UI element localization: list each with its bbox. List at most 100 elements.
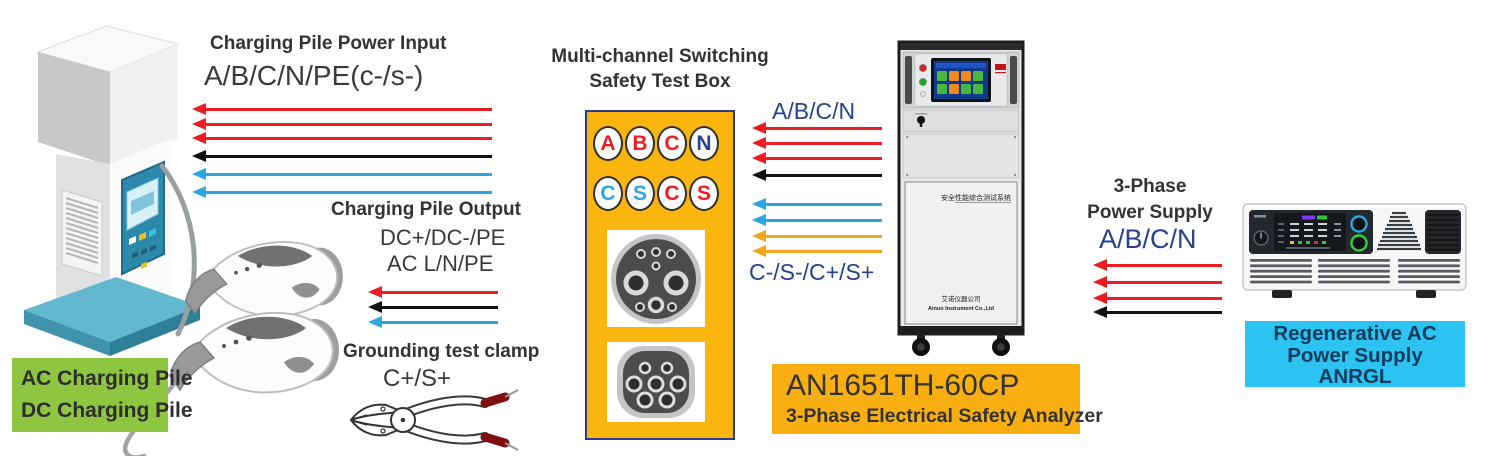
flow-arrow: [752, 214, 882, 226]
clamp-title: Grounding test clamp: [343, 341, 540, 362]
triangle-vent: [1377, 211, 1421, 251]
arrow-line: [380, 290, 498, 294]
pile-output-ac: AC L/N/PE: [387, 251, 494, 276]
arrow-head-icon: [1093, 292, 1107, 304]
pile-label-line1: AC Charging Pile: [21, 367, 193, 390]
arrow-line: [764, 249, 882, 253]
test-box-title: Multi-channel Switching Safety Test Box: [545, 44, 775, 94]
charging-pile-illustration: [24, 25, 200, 356]
arrow-head-icon: [752, 245, 766, 257]
ac-socket-icon: [617, 346, 695, 418]
arrow-head-icon: [752, 169, 766, 181]
pile-cap-right: [110, 44, 178, 166]
link-bottom-label: C-/S-/C+/S+: [749, 259, 875, 285]
arrow-line: [380, 320, 498, 324]
flow-arrow: [192, 118, 492, 130]
supply-signals: A/B/C/N: [1099, 224, 1197, 254]
arrow-line: [764, 173, 882, 177]
flow-arrow: [192, 168, 492, 180]
green-button: [918, 78, 927, 87]
pile-cap-left: [38, 52, 110, 166]
blue-knob: [1350, 215, 1368, 233]
flow-arrow: [368, 301, 498, 313]
flow-arrow: [752, 198, 882, 210]
dc-socket-icon: [611, 234, 701, 324]
pile-label-line2: DC Charging Pile: [21, 399, 193, 422]
flow-arrow: [752, 169, 882, 181]
terminal: S: [689, 176, 719, 211]
company-name-en: Ainuo Instrument Co.,Ltd: [928, 306, 994, 312]
flow-arrow: [752, 122, 882, 134]
terminal-letter: B: [632, 131, 648, 155]
test-box-title-line1: Multi-channel Switching: [551, 46, 769, 67]
flow-arrow: [192, 103, 492, 115]
link-top-label: A/B/C/N: [772, 98, 856, 124]
pile-base-front: [24, 310, 110, 356]
terminal-letter: C: [664, 131, 680, 155]
arrow-head-icon: [1093, 276, 1107, 288]
supply-title: 3-Phase Power Supply: [1085, 174, 1215, 226]
analyzer-cabinet-illustration: 安全性能综合测试系统 艾诺仪器公司 Ainuo Instrument Co.,L…: [897, 40, 1025, 356]
arrow-head-icon: [752, 198, 766, 210]
power-input-signals: A/B/C/N/PE(c-/s-): [204, 60, 424, 91]
cabinet-panel-text: 安全性能综合测试系统: [941, 193, 1011, 202]
ac-socket-panel: [607, 342, 705, 422]
flow-arrow: [368, 316, 498, 328]
pile-screen-content: [131, 191, 154, 215]
clamp-signals: C+/S+: [383, 365, 452, 392]
cabinet-lower-panel: [904, 181, 1018, 325]
pile-grille-slats: [65, 197, 99, 264]
supply-label-line1: Regenerative AC: [1273, 322, 1437, 345]
pile-base-top: [24, 277, 200, 342]
arrow-head-icon: [192, 186, 206, 198]
flow-arrow: [752, 137, 882, 149]
caster-wheels: [912, 334, 1010, 356]
red-button: [918, 64, 927, 73]
supply-title-line1: 3-Phase: [1113, 176, 1187, 197]
power-input-title: Charging Pile Power Input: [210, 33, 447, 54]
arrow-line: [764, 234, 882, 238]
arrow-line: [204, 172, 492, 176]
flow-arrow: [752, 152, 882, 164]
flow-arrow: [752, 230, 882, 242]
arrow-head-icon: [192, 118, 206, 130]
arrow-head-icon: [752, 152, 766, 164]
terminal: N: [689, 126, 719, 161]
terminal-letter: S: [632, 181, 647, 205]
bottom-vents: [1250, 259, 1460, 284]
test-box-title-line2: Safety Test Box: [589, 71, 731, 92]
brand-logo: [995, 64, 1006, 70]
analyzer-label: AN1651TH-60CP 3-Phase Electrical Safety …: [772, 364, 1103, 434]
charging-pile-label: AC Charging Pile DC Charging Pile: [12, 358, 193, 432]
dc-socket-panel: [607, 230, 705, 327]
arrow-line: [764, 141, 882, 145]
pile-base-right: [110, 306, 200, 356]
terminal: A: [593, 126, 623, 161]
terminal: B: [625, 126, 655, 161]
pile-cable: [159, 163, 197, 337]
arrow-line: [1105, 263, 1222, 267]
arrow-head-icon: [192, 150, 206, 162]
analyzer-name: 3-Phase Electrical Safety Analyzer: [786, 405, 1103, 427]
arrow-head-icon: [1093, 306, 1107, 318]
terminal: S: [625, 176, 655, 211]
arrow-head-icon: [368, 301, 382, 313]
flow-arrow: [1093, 292, 1222, 304]
pile-buttons: [129, 228, 156, 269]
terminal: C: [657, 176, 687, 211]
side-grille: [1425, 210, 1461, 254]
flow-arrow: [752, 245, 882, 257]
flow-arrow: [368, 286, 498, 298]
arrow-head-icon: [752, 122, 766, 134]
arrow-line: [204, 107, 492, 111]
arrow-line: [764, 202, 882, 206]
arrow-head-icon: [1093, 259, 1107, 271]
arrow-line: [204, 190, 492, 194]
flow-arrow: [1093, 259, 1222, 271]
arrow-line: [764, 126, 882, 130]
arrow-head-icon: [752, 214, 766, 226]
terminal-letter: N: [696, 131, 712, 155]
terminal-letter: A: [600, 131, 616, 155]
arrow-line: [204, 122, 492, 126]
